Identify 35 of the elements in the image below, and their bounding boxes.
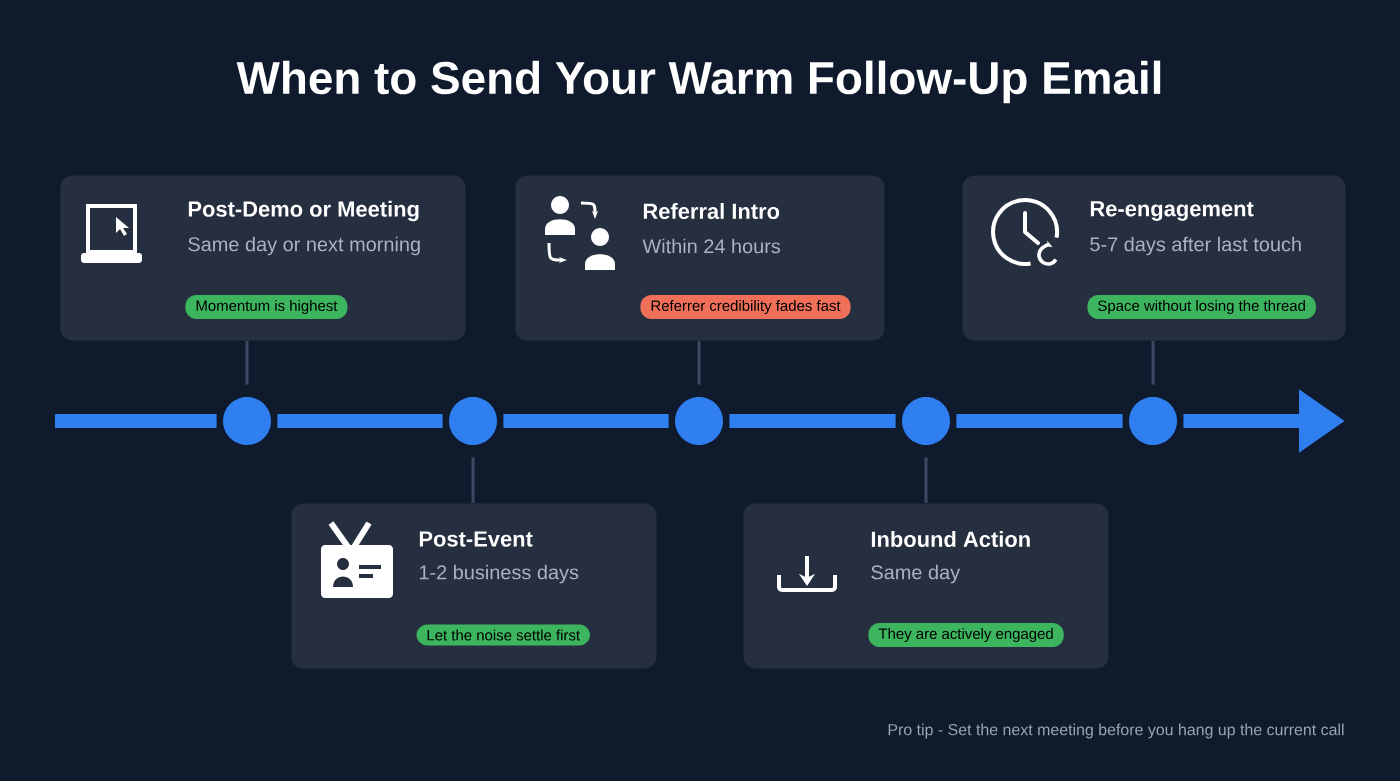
- connector-line: [697, 340, 701, 385]
- card-subtitle: 1-2 business days: [419, 564, 579, 584]
- timeline-segment: [277, 414, 443, 428]
- card-subtitle: 5-7 days after last touch: [1090, 236, 1301, 256]
- timeline-dot: [449, 397, 497, 445]
- timeline-card: [743, 503, 1109, 669]
- card-subtitle: Same day or next morning: [188, 236, 420, 256]
- connector-line: [1151, 340, 1155, 385]
- connector-line: [471, 457, 475, 503]
- card-title: Referral Intro: [643, 202, 780, 220]
- card-subtitle: Within 24 hours: [642, 238, 781, 254]
- timeline-card: [515, 175, 885, 341]
- card-title: Re-engagement: [1090, 201, 1254, 221]
- timeline-segment: [956, 414, 1123, 428]
- status-badge: Momentum is highest: [185, 295, 348, 319]
- footnote-text: Pro tip - Set the next meeting before you hang up the current call: [888, 723, 1344, 739]
- status-badge: Space without losing the thread: [1087, 295, 1316, 319]
- title: When to Send Your Warm Follow-Up Email: [236, 60, 1161, 104]
- timeline-segment: [55, 414, 217, 428]
- timeline-segment: [729, 414, 896, 428]
- status-badge: They are actively engaged: [868, 623, 1064, 647]
- timeline-dot: [223, 397, 271, 445]
- timeline-dot: [1129, 397, 1177, 445]
- card-title: Post-Demo or Meeting: [188, 200, 419, 222]
- timeline-dot: [675, 397, 723, 445]
- timeline-dot: [902, 397, 950, 445]
- status-badge: Referrer credibility fades fast: [640, 295, 851, 319]
- timeline-card: [60, 175, 466, 341]
- connector-line: [245, 340, 249, 385]
- connector-line: [924, 457, 928, 503]
- card-title: Post-Event: [419, 531, 533, 547]
- timeline-card: [962, 175, 1346, 341]
- timeline-segment: [503, 414, 669, 428]
- card-title: Inbound Action: [871, 530, 1030, 548]
- card-subtitle: Same day: [871, 564, 961, 584]
